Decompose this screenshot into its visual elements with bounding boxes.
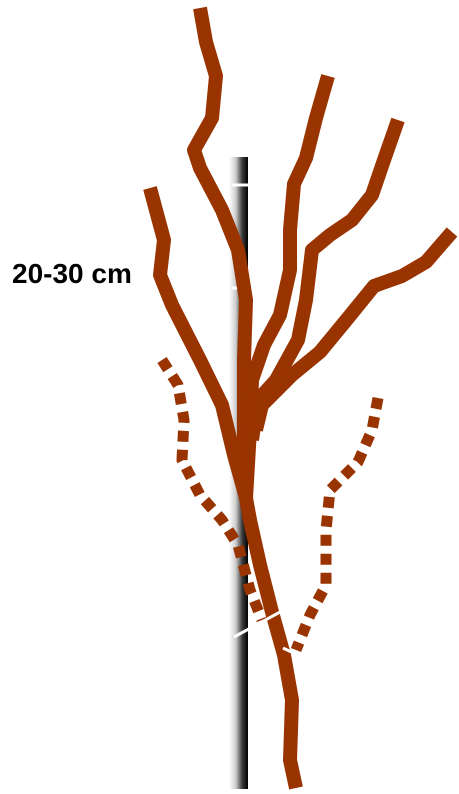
branch-dashed-right [296,398,378,650]
main-trunk [246,498,296,788]
measurement-label: 20-30 cm [12,258,132,290]
